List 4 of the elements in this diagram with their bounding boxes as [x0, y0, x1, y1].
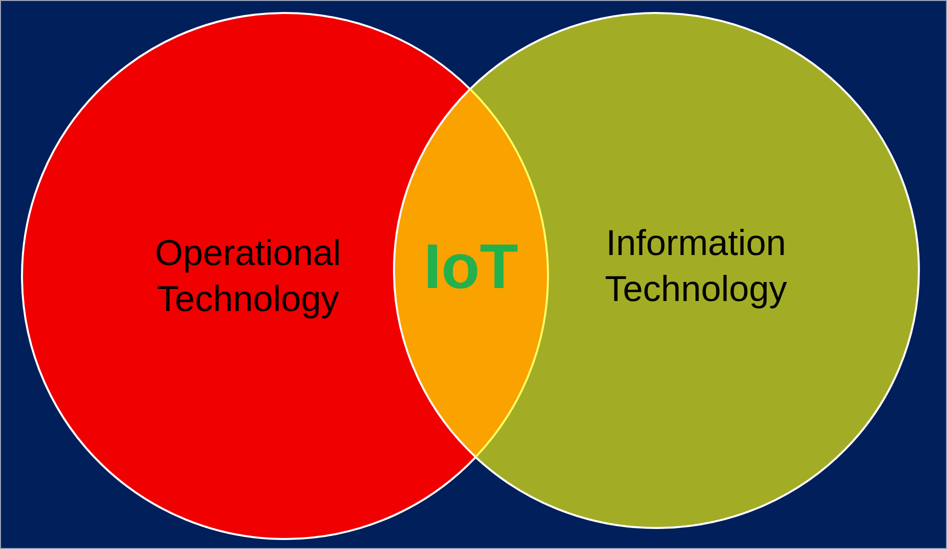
overlap-lens [392, 87, 550, 460]
circle-label: Information Technology [604, 221, 788, 311]
circle-label: Operational Technology [154, 231, 342, 321]
overlap-label: IoT [424, 236, 518, 299]
